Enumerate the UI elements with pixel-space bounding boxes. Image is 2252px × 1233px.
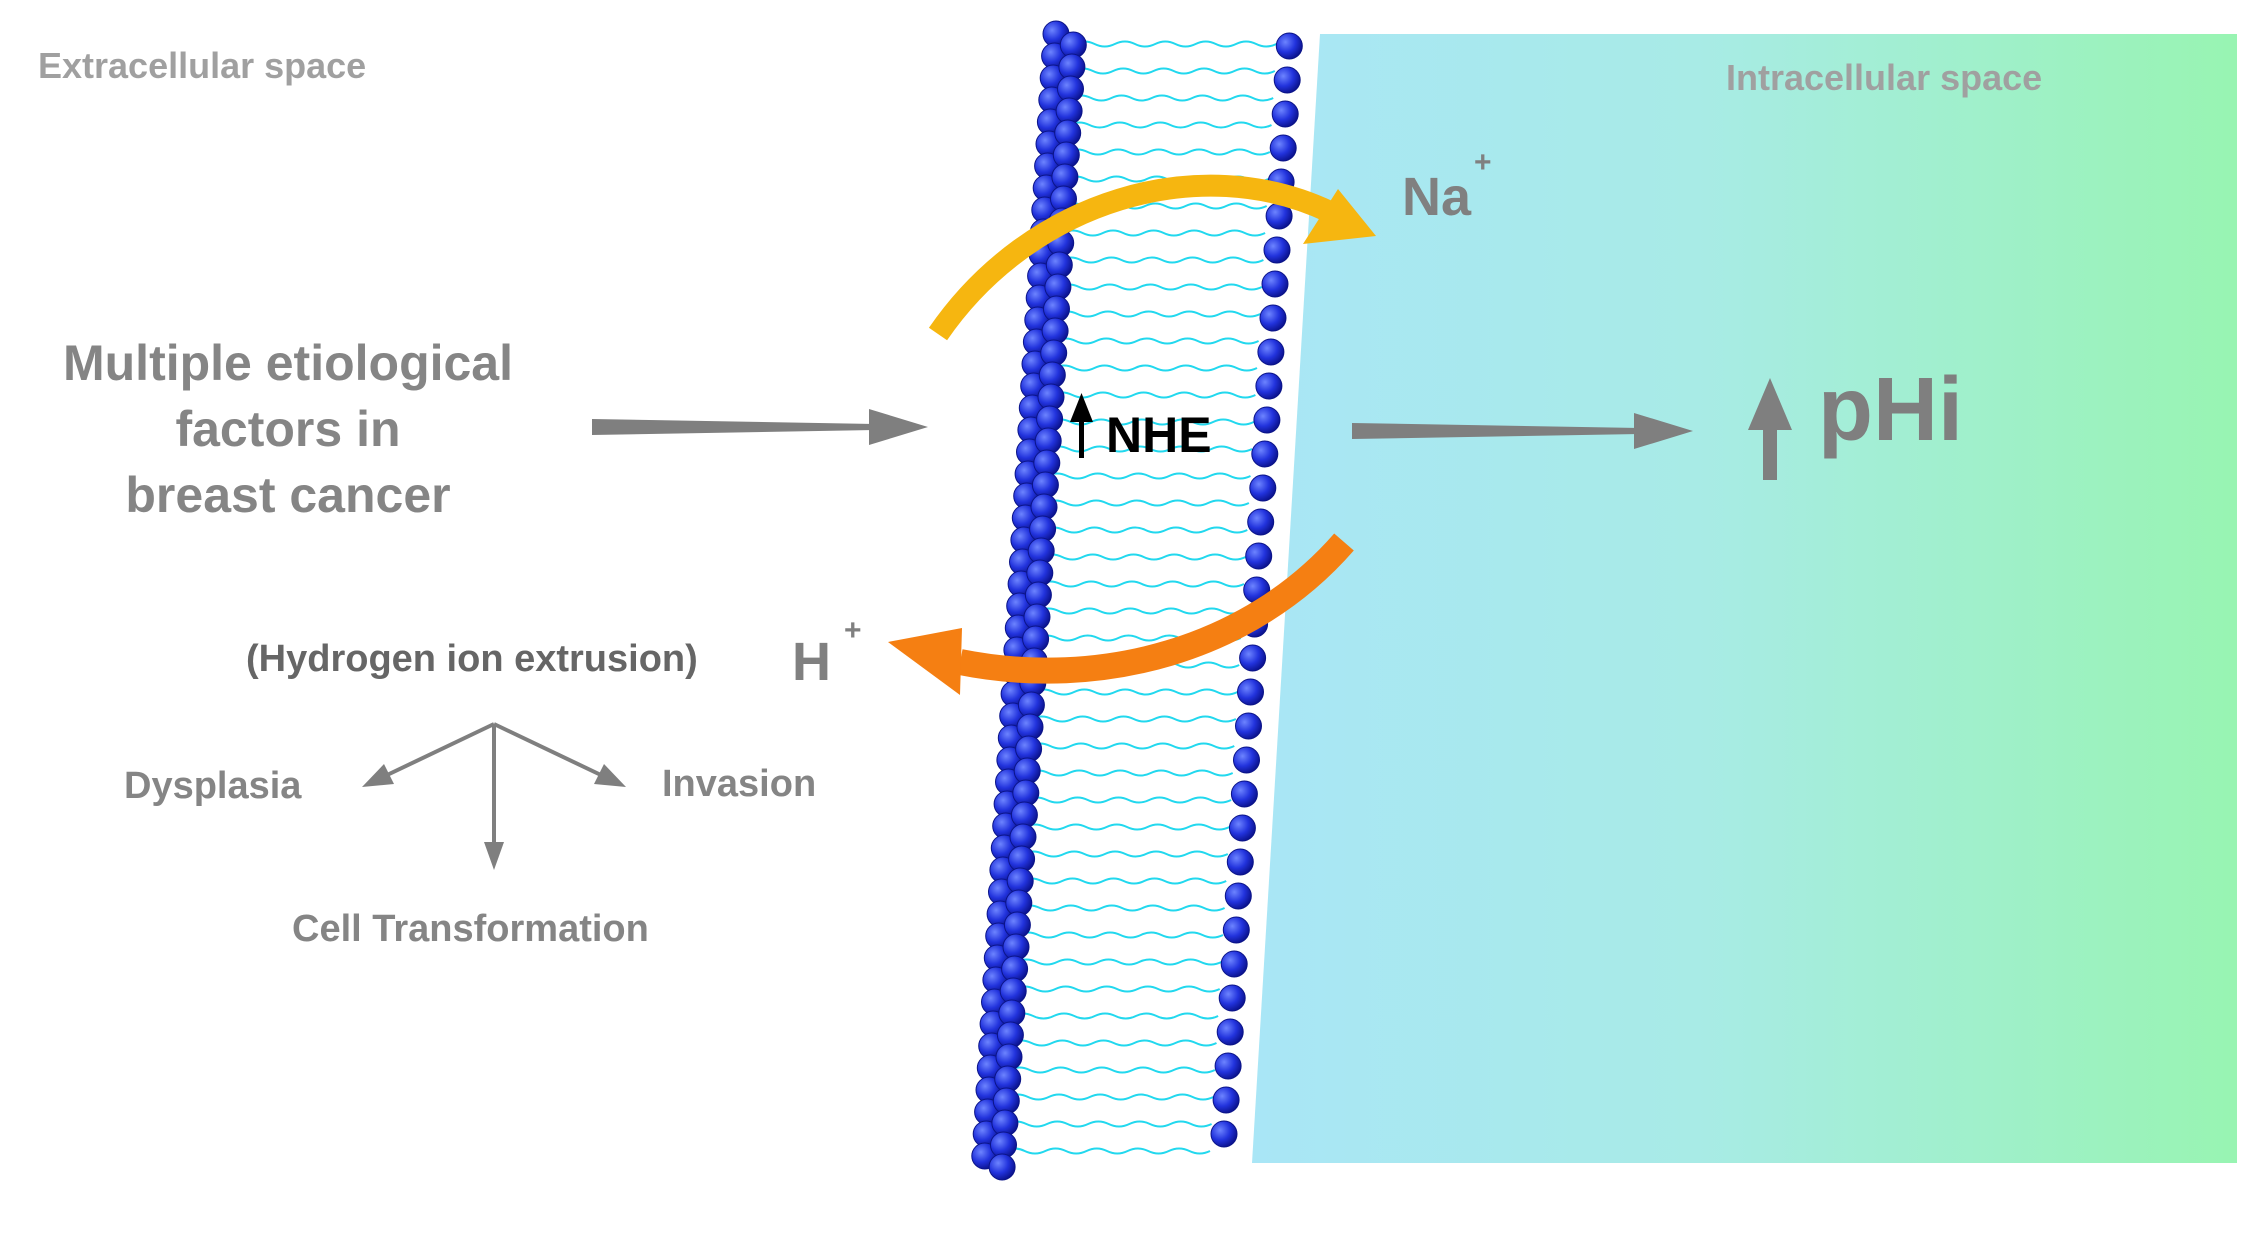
lipid-tail: [1025, 796, 1232, 804]
lipid-tail: [1061, 229, 1266, 237]
lipid-tail: [1073, 40, 1277, 48]
inner-phospholipid-heads: [1210, 32, 1303, 1148]
lipid-tail: [1031, 715, 1237, 723]
lipid-tail: [1044, 499, 1250, 507]
nhe-text: NHE: [1106, 407, 1212, 463]
hydrogen-efflux-arrow: [888, 533, 1354, 695]
cause-text: Multiple etiological factors in breast c…: [63, 335, 513, 523]
inner-head: [1259, 304, 1287, 332]
extracellular-space-label: Extracellular space: [38, 45, 366, 86]
lipid-tail: [1013, 985, 1221, 993]
intracellular-space-label: Intracellular space: [1726, 57, 2042, 98]
lipid-tail: [1072, 67, 1276, 75]
lipid-tail: [1005, 1120, 1213, 1128]
lipid-tail: [1012, 1012, 1219, 1020]
hydrogen-ion-charge: +: [844, 614, 862, 647]
inner-head: [1275, 32, 1303, 60]
lipid-tail: [1039, 580, 1245, 588]
effect-invasion: Invasion: [662, 763, 816, 805]
lipid-tail: [1041, 553, 1247, 561]
lipid-tail: [1029, 742, 1235, 750]
inner-head: [1257, 338, 1285, 366]
lipid-tail: [1007, 1093, 1214, 1101]
inner-head: [1233, 746, 1260, 774]
lipid-tail: [1056, 310, 1261, 318]
lipid-tail: [1046, 472, 1251, 480]
nhe-to-phi-arrow: [1352, 413, 1693, 449]
lipid-tail: [1024, 823, 1230, 831]
lipid-tail: [1003, 1147, 1211, 1155]
sodium-ion-charge: +: [1474, 146, 1492, 179]
cause-line-1: Multiple etiological: [63, 335, 513, 391]
inner-head: [1230, 780, 1258, 808]
lipid-tail: [1053, 364, 1258, 372]
phi-increase-label: pHi: [1748, 360, 1963, 480]
inner-head: [1214, 1052, 1242, 1080]
hydrogen-extrusion-label: (Hydrogen ion extrusion): [246, 638, 698, 680]
hydrogen-ion-symbol: H: [792, 632, 831, 692]
lipid-tail: [1008, 1066, 1216, 1074]
hydrogen-ion-label: H +: [792, 614, 862, 692]
inner-head: [1239, 644, 1267, 672]
lipid-tail: [1070, 94, 1274, 102]
inner-head: [1216, 1018, 1244, 1046]
inner-head: [1220, 950, 1248, 978]
lipid-tail: [1032, 688, 1238, 696]
lipid-tail: [1015, 958, 1222, 966]
lipid-tail: [1020, 877, 1227, 885]
outer-head: [988, 1153, 1016, 1181]
inner-head: [1263, 236, 1291, 264]
outer-phospholipid-heads: [971, 20, 1087, 1181]
inner-head: [1235, 712, 1262, 740]
inner-head: [1261, 270, 1289, 298]
inner-head: [1224, 882, 1252, 910]
phi-up-arrow-icon: [1748, 378, 1792, 480]
sodium-influx-arrow: [928, 174, 1376, 341]
lipid-tail: [1022, 850, 1229, 858]
effects-branch-arrows: [384, 722, 604, 846]
nhe-up-arrow-icon: [1070, 393, 1093, 458]
lipid-tail: [1037, 607, 1243, 615]
lipid-tail: [1019, 904, 1226, 912]
lipid-tail: [1068, 121, 1272, 129]
lipid-tail: [1058, 283, 1263, 291]
inner-head: [1222, 916, 1250, 944]
lipid-tail: [1043, 526, 1248, 534]
lipid-tail: [1067, 148, 1271, 156]
cause-line-2: factors in: [175, 401, 400, 457]
lipid-tail: [1027, 769, 1234, 777]
lipid-tail: [1060, 256, 1264, 264]
inner-head: [1218, 984, 1246, 1012]
inner-head: [1255, 372, 1283, 400]
inner-head: [1245, 542, 1273, 570]
lipid-tail: [1010, 1039, 1217, 1047]
inner-head: [1237, 678, 1264, 706]
inner-head: [1247, 508, 1275, 536]
inner-head: [1249, 474, 1277, 502]
inner-head: [1269, 134, 1297, 162]
nhe-label: NHE: [1070, 393, 1212, 463]
cause-to-nhe-arrow: [592, 409, 928, 445]
inner-head: [1251, 440, 1279, 468]
effect-dysplasia: Dysplasia: [124, 765, 302, 807]
intracellular-region: [1252, 34, 2237, 1163]
inner-head: [1210, 1120, 1238, 1148]
sodium-ion-symbol: Na: [1402, 167, 1472, 227]
inner-head: [1271, 100, 1299, 128]
lipid-tail: [1051, 391, 1256, 399]
effects-branch-arrowheads: [362, 764, 626, 870]
sodium-ion-label: Na +: [1402, 146, 1492, 227]
lipid-tail: [1017, 931, 1224, 939]
lipid-tail: [1055, 337, 1260, 345]
inner-head: [1226, 848, 1254, 876]
inner-head: [1228, 814, 1256, 842]
inner-head: [1253, 406, 1281, 434]
inner-head: [1212, 1086, 1240, 1114]
effect-cell-transformation: Cell Transformation: [292, 908, 649, 950]
phi-text: pHi: [1818, 360, 1963, 460]
inner-head: [1273, 66, 1301, 94]
cause-line-3: breast cancer: [125, 467, 450, 523]
lipid-tail: [1049, 418, 1255, 426]
